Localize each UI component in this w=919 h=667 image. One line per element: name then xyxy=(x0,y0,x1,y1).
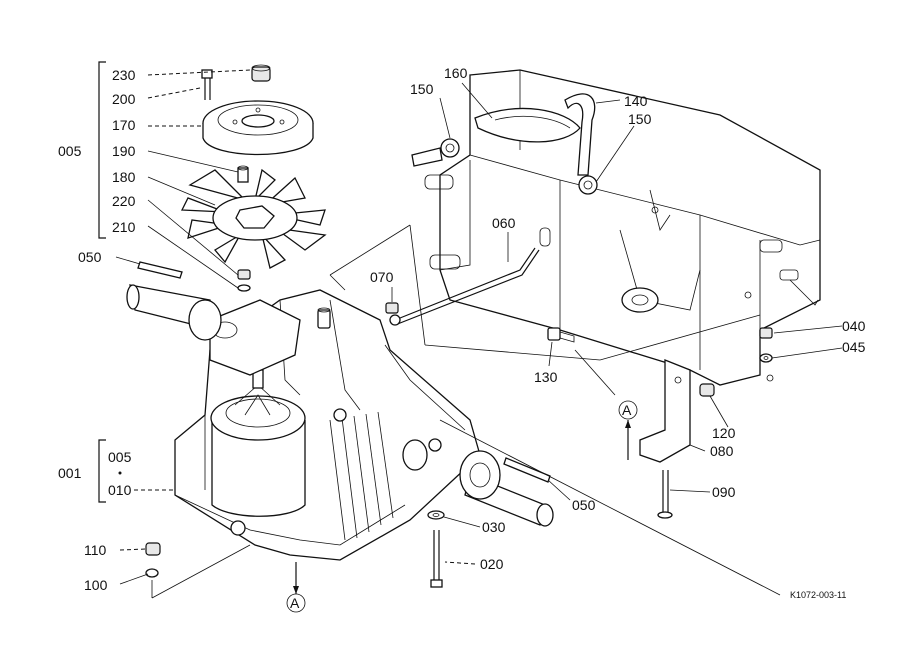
callout-020: 020 xyxy=(480,556,504,572)
callout-040: 040 xyxy=(842,318,866,334)
callout-030: 030 xyxy=(482,519,506,535)
callout-005: 005 xyxy=(108,449,132,465)
reference-mark-a-lower: A xyxy=(286,562,306,613)
callout-220: 220 xyxy=(112,193,136,209)
washer-part-220-210 xyxy=(237,269,251,292)
clamp-part-150-right xyxy=(578,175,598,195)
nut-part-120 xyxy=(699,383,715,397)
callout-180: 180 xyxy=(112,169,136,185)
washer-part-045 xyxy=(759,353,773,363)
callout-050: 050 xyxy=(572,497,596,513)
rod-part-060 xyxy=(394,247,540,326)
callout-005: 005 xyxy=(58,143,82,159)
key-part-050-right xyxy=(503,457,551,483)
nut-part-040 xyxy=(759,327,773,339)
callout-labels: 230 200 170 005 190 180 220 210 050 070 … xyxy=(58,65,866,600)
reference-mark-label: A xyxy=(290,595,300,611)
callout-200: 200 xyxy=(112,91,136,107)
bolt-part-130 xyxy=(547,327,575,343)
callout-190: 190 xyxy=(112,143,136,159)
callout-170: 170 xyxy=(112,117,136,133)
callout-080: 080 xyxy=(710,443,734,459)
pulley-part-170 xyxy=(202,100,314,156)
nut-part-070 xyxy=(385,302,399,314)
group-bracket-005 xyxy=(98,61,106,239)
callout-050: 050 xyxy=(78,249,102,265)
bracket-part-080 xyxy=(639,359,691,463)
callout-210: 210 xyxy=(112,219,136,235)
key-part-050-left xyxy=(137,261,183,279)
callout-001: 001 xyxy=(58,465,82,481)
fan-part-180 xyxy=(180,168,327,269)
callout-010: 010 xyxy=(108,482,132,498)
transmission-body xyxy=(126,284,554,561)
callout-070: 070 xyxy=(370,269,394,285)
callout-060: 060 xyxy=(492,215,516,231)
bolt-part-200 xyxy=(201,69,213,100)
callout-140: 140 xyxy=(624,93,648,109)
leader-lines xyxy=(115,69,843,599)
bolt-part-020 xyxy=(430,530,443,588)
reference-mark-a-upper: A xyxy=(618,400,638,460)
callout-150: 150 xyxy=(628,111,652,127)
callout-100: 100 xyxy=(84,577,108,593)
callout-045: 045 xyxy=(842,339,866,355)
bolt-part-090 xyxy=(657,470,673,519)
washer-part-100 xyxy=(145,568,159,578)
washer-part-030 xyxy=(427,510,445,520)
group-bracket-001 xyxy=(98,439,122,503)
callout-110: 110 xyxy=(84,542,107,558)
hose-part-140 xyxy=(564,93,596,176)
callout-230: 230 xyxy=(112,67,136,83)
nut-part-110 xyxy=(145,542,161,556)
callout-120: 120 xyxy=(712,425,736,441)
callout-090: 090 xyxy=(712,484,736,500)
nut-part-230 xyxy=(251,64,271,82)
callout-130: 130 xyxy=(534,369,558,385)
figure-code: K1072-003-11 xyxy=(790,590,846,600)
clamp-part-150-left xyxy=(411,138,460,167)
callout-160: 160 xyxy=(444,65,468,81)
reference-mark-label: A xyxy=(622,402,632,418)
spacer-part-190 xyxy=(237,165,249,183)
callout-150: 150 xyxy=(410,81,434,97)
tank-part-160 xyxy=(474,107,581,143)
frame-assembly xyxy=(424,69,821,386)
